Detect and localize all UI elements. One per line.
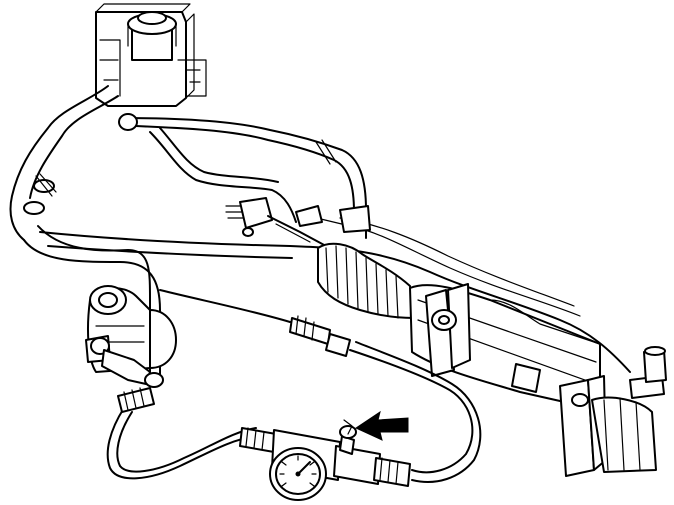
pressure-gauge-icon xyxy=(269,447,327,501)
rack-feed-lines xyxy=(39,213,631,373)
steering-rack-icon xyxy=(317,242,667,477)
power-steering-pump-icon xyxy=(85,285,177,388)
reservoir-icon xyxy=(95,3,207,107)
tie-rod-icon xyxy=(225,197,371,247)
return-line xyxy=(118,113,367,239)
arrow-icon xyxy=(354,410,409,441)
test-hose xyxy=(106,289,482,483)
supply-hose xyxy=(9,85,161,381)
